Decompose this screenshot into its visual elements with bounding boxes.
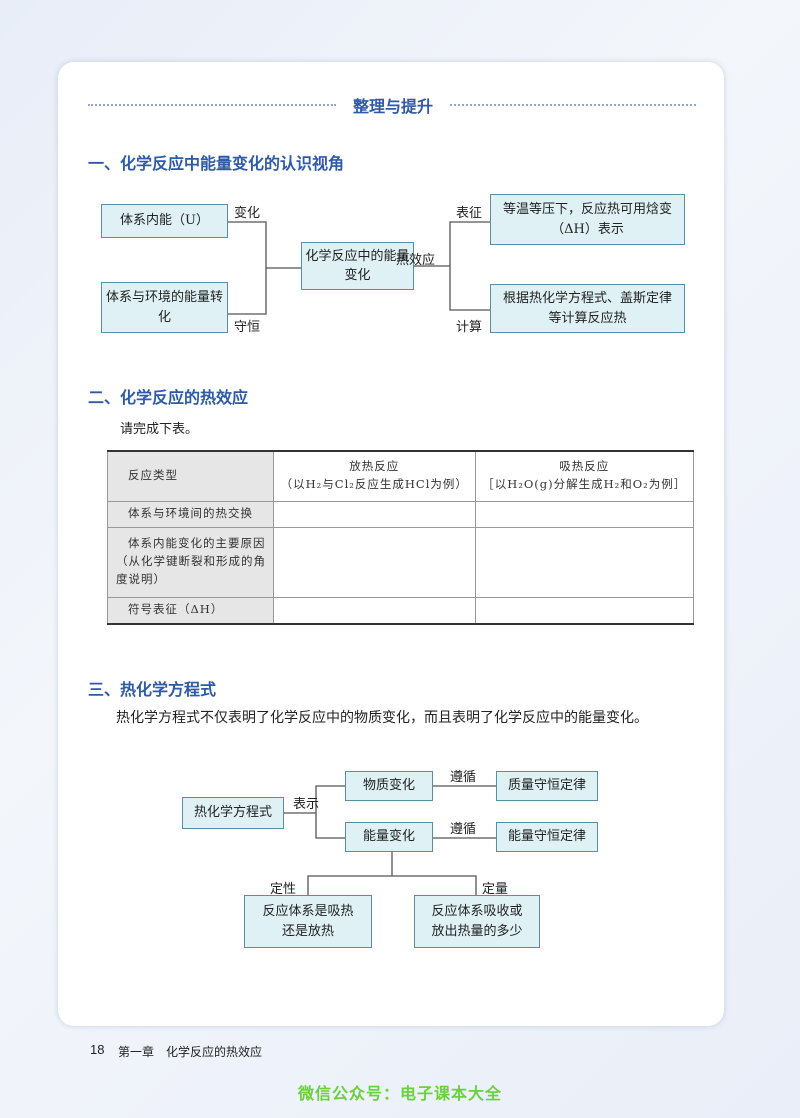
section-1-title: 一、化学反应中能量变化的认识视角 (88, 154, 345, 173)
box-heat-calculation: 根据热化学方程式、盖斯定律等计算反应热 (490, 284, 685, 333)
section-3-paragraph: 热化学方程式不仅表明了化学反应中的物质变化，而且表明了化学反应中的能量变化。 (116, 710, 648, 726)
label-follow-energy: 遵循 (450, 822, 477, 837)
box-mass-conservation-law: 质量守恒定律 (496, 771, 598, 801)
table-header-reaction-type: 反应类型 (107, 450, 274, 502)
label-change: 变化 (234, 206, 261, 221)
footer-chapter: 第一章 化学反应的热效应 (118, 1045, 263, 1059)
table-cell-exo-symbol[interactable] (273, 596, 476, 625)
box-matter-change: 物质变化 (345, 771, 433, 801)
label-qualitative: 定性 (270, 882, 297, 897)
table-row-symbol: 符号表征（ΔH） (107, 596, 274, 625)
label-calculate: 计算 (456, 320, 483, 335)
box-energy-transfer: 体系与环境的能量转化 (101, 282, 228, 333)
label-represent: 表征 (456, 206, 483, 221)
section-2-title: 二、化学反应的热效应 (88, 388, 249, 407)
table-cell-exo-heat-exchange[interactable] (273, 500, 476, 528)
label-quantitative: 定量 (482, 882, 509, 897)
section-3-title: 三、热化学方程式 (88, 680, 217, 699)
header-dotted-line-right (450, 104, 696, 106)
exothermic-example: （以H₂与Cl₂反应生成HCl为例） (280, 477, 468, 492)
endothermic-example: ［以H₂O(g)分解生成H₂和O₂为例］ (482, 477, 687, 492)
table-instruction: 请完成下表。 (120, 422, 199, 437)
label-heat-effect: 热效应 (396, 253, 436, 268)
label-conserve: 守恒 (234, 320, 261, 335)
label-show: 表示 (293, 797, 320, 812)
table-cell-exo-energy-cause[interactable] (273, 526, 476, 598)
wechat-watermark: 微信公众号：电子课本大全 (297, 1084, 502, 1103)
box-reaction-energy-change: 化学反应中的能量变化 (301, 242, 414, 290)
box-quantitative: 反应体系吸收或放出热量的多少 (414, 895, 540, 948)
table-row-internal-energy-cause: 体系内能变化的主要原因（从化学键断裂和形成的角度说明） (107, 526, 274, 598)
exothermic-title: 放热反应 (349, 459, 400, 474)
box-internal-energy: 体系内能（U） (101, 204, 228, 238)
box-thermochemical-equation: 热化学方程式 (182, 797, 284, 829)
box-qualitative: 反应体系是吸热还是放热 (244, 895, 372, 948)
page-header-title: 整理与提升 (352, 97, 433, 116)
table-header-endothermic: 吸热反应 ［以H₂O(g)分解生成H₂和O₂为例］ (474, 450, 695, 502)
box-enthalpy: 等温等压下，反应热可用焓变（ΔH）表示 (490, 194, 685, 245)
label-follow-mass: 遵循 (450, 770, 477, 785)
box-energy-conservation-law: 能量守恒定律 (496, 822, 598, 852)
box-energy-change: 能量变化 (345, 822, 433, 852)
header-dotted-line-left (88, 104, 336, 106)
page-number: 18 (90, 1042, 105, 1057)
table-cell-endo-energy-cause[interactable] (474, 526, 695, 598)
heat-effect-table: 反应类型 放热反应 （以H₂与Cl₂反应生成HCl为例） 吸热反应 ［以H₂O(… (107, 450, 695, 625)
endothermic-title: 吸热反应 (559, 459, 610, 474)
table-cell-endo-symbol[interactable] (474, 596, 695, 625)
table-cell-endo-heat-exchange[interactable] (474, 500, 695, 528)
table-row-heat-exchange: 体系与环境间的热交换 (107, 500, 274, 528)
table-header-exothermic: 放热反应 （以H₂与Cl₂反应生成HCl为例） (273, 450, 476, 502)
